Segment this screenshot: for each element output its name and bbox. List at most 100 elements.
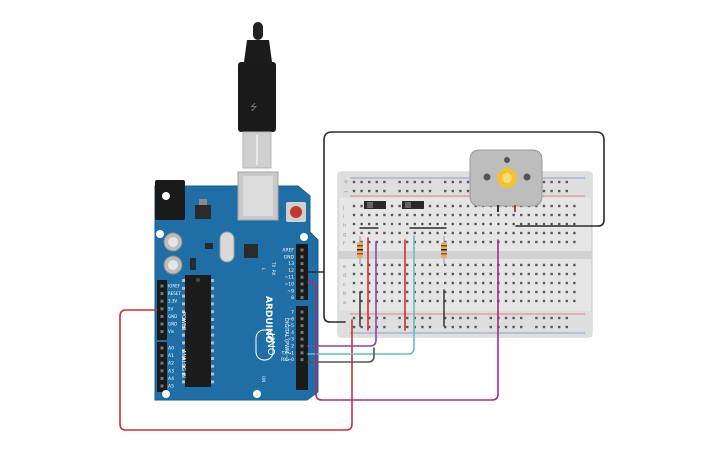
rail-hole[interactable] [542, 189, 546, 193]
breadboard-hole[interactable] [360, 240, 363, 244]
breadboard-hole[interactable] [482, 213, 485, 217]
resistor-1[interactable] [357, 236, 363, 264]
breadboard-hole[interactable] [451, 222, 454, 226]
rail-hole[interactable] [520, 316, 523, 320]
breadboard-hole[interactable] [428, 263, 432, 267]
rail-hole[interactable] [444, 180, 447, 184]
breadboard-hole[interactable] [451, 263, 454, 267]
rail-hole[interactable] [352, 180, 356, 184]
breadboard-hole[interactable] [413, 231, 416, 235]
breadboard-hole[interactable] [565, 204, 568, 208]
breadboard-hole[interactable] [558, 240, 561, 244]
breadboard-hole[interactable] [542, 222, 546, 226]
breadboard-hole[interactable] [406, 272, 409, 276]
breadboard-hole[interactable] [360, 231, 363, 235]
breadboard-hole[interactable] [428, 231, 432, 235]
breadboard-hole[interactable] [421, 213, 424, 217]
breadboard-hole[interactable] [383, 263, 386, 267]
breadboard-hole[interactable] [489, 231, 492, 235]
rail-hole[interactable] [550, 189, 553, 193]
breadboard-hole[interactable] [413, 222, 416, 226]
rail-hole[interactable] [451, 316, 454, 320]
breadboard-hole[interactable] [512, 240, 515, 244]
breadboard-hole[interactable] [474, 299, 477, 303]
breadboard-hole[interactable] [383, 290, 386, 294]
switch-2-slider[interactable] [405, 202, 411, 208]
rail-hole[interactable] [520, 325, 523, 329]
breadboard-hole[interactable] [520, 240, 523, 244]
breadboard-hole[interactable] [444, 272, 447, 276]
breadboard-hole[interactable] [459, 240, 462, 244]
breadboard-hole[interactable] [512, 222, 515, 226]
header-pin[interactable] [160, 330, 164, 334]
breadboard-hole[interactable] [535, 281, 538, 285]
breadboard-hole[interactable] [558, 204, 561, 208]
rail-hole[interactable] [542, 180, 546, 184]
breadboard-hole[interactable] [352, 290, 356, 294]
rail-hole[interactable] [550, 316, 553, 320]
breadboard-hole[interactable] [474, 222, 477, 226]
breadboard-hole[interactable] [573, 222, 576, 226]
breadboard-hole[interactable] [459, 263, 462, 267]
breadboard-hole[interactable] [482, 272, 485, 276]
rail-hole[interactable] [428, 189, 432, 193]
breadboard-hole[interactable] [406, 263, 409, 267]
breadboard-hole[interactable] [474, 281, 477, 285]
rail-hole[interactable] [504, 325, 508, 329]
breadboard-hole[interactable] [459, 299, 462, 303]
rail-hole[interactable] [489, 316, 492, 320]
header-pin[interactable] [300, 262, 304, 266]
breadboard-hole[interactable] [482, 281, 485, 285]
breadboard-hole[interactable] [466, 213, 470, 217]
breadboard-hole[interactable] [504, 240, 508, 244]
rail-hole[interactable] [474, 316, 477, 320]
breadboard-hole[interactable] [535, 222, 538, 226]
breadboard-hole[interactable] [375, 231, 378, 235]
breadboard-hole[interactable] [436, 299, 439, 303]
header-pin[interactable] [300, 330, 304, 334]
breadboard-hole[interactable] [520, 272, 523, 276]
breadboard-hole[interactable] [504, 290, 508, 294]
breadboard-hole[interactable] [383, 281, 386, 285]
breadboard-hole[interactable] [451, 204, 454, 208]
breadboard-hole[interactable] [436, 290, 439, 294]
breadboard-hole[interactable] [550, 281, 553, 285]
rail-hole[interactable] [383, 325, 386, 329]
breadboard-hole[interactable] [390, 240, 394, 244]
breadboard-hole[interactable] [368, 222, 371, 226]
rail-hole[interactable] [466, 189, 470, 193]
breadboard-hole[interactable] [428, 240, 432, 244]
breadboard-hole[interactable] [368, 290, 371, 294]
breadboard-hole[interactable] [504, 272, 508, 276]
breadboard-hole[interactable] [527, 299, 530, 303]
breadboard-hole[interactable] [504, 231, 508, 235]
breadboard-hole[interactable] [398, 290, 401, 294]
header-pin[interactable] [300, 337, 304, 341]
breadboard-hole[interactable] [466, 290, 470, 294]
breadboard-hole[interactable] [368, 281, 371, 285]
breadboard-hole[interactable] [383, 272, 386, 276]
rail-hole[interactable] [368, 316, 371, 320]
breadboard-hole[interactable] [360, 290, 363, 294]
header-pin[interactable] [300, 248, 304, 252]
header-pin[interactable] [160, 346, 164, 350]
header-pin[interactable] [160, 376, 164, 380]
header-pin[interactable] [160, 369, 164, 373]
breadboard-hole[interactable] [512, 213, 515, 217]
breadboard-hole[interactable] [390, 281, 394, 285]
breadboard-hole[interactable] [527, 281, 530, 285]
rail-hole[interactable] [504, 316, 508, 320]
header-pin[interactable] [160, 361, 164, 365]
rail-hole[interactable] [512, 316, 515, 320]
rail-hole[interactable] [421, 189, 424, 193]
breadboard-hole[interactable] [558, 281, 561, 285]
slide-switch-1[interactable] [364, 201, 386, 209]
breadboard-hole[interactable] [436, 263, 439, 267]
breadboard-hole[interactable] [558, 290, 561, 294]
breadboard-hole[interactable] [527, 240, 530, 244]
breadboard-hole[interactable] [512, 272, 515, 276]
header-pin[interactable] [160, 299, 164, 303]
breadboard-hole[interactable] [512, 281, 515, 285]
breadboard-hole[interactable] [421, 281, 424, 285]
breadboard-hole[interactable] [489, 263, 492, 267]
